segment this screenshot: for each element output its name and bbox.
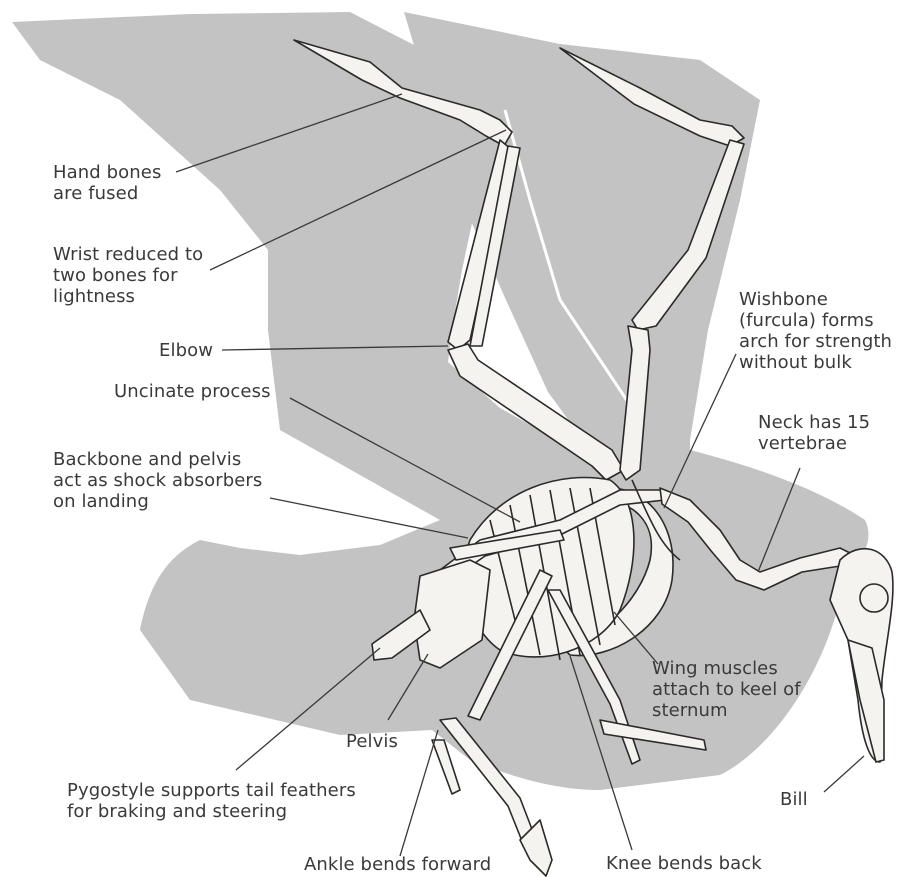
label-elbow: Elbow [159,340,213,361]
label-bill: Bill [780,789,808,810]
label-wishbone: Wishbone (furcula) forms arch for streng… [739,289,892,373]
label-uncinate-process: Uncinate process [114,381,271,402]
leader-bill [824,756,864,792]
eye-socket [860,584,888,612]
label-pygostyle: Pygostyle supports tail feathers for bra… [67,780,356,822]
label-wing-muscles: Wing muscles attach to keel of sternum [652,658,801,721]
label-wrist: Wrist reduced to two bones for lightness [53,244,203,307]
label-ankle: Ankle bends forward [304,854,491,875]
label-knee: Knee bends back [606,853,762,874]
label-neck: Neck has 15 vertebrae [758,412,870,454]
leader-ankle [400,730,438,856]
label-hand-bones: Hand bones are fused [53,162,161,204]
label-backbone-pelvis: Backbone and pelvis act as shock absorbe… [53,449,262,512]
label-pelvis: Pelvis [346,731,398,752]
